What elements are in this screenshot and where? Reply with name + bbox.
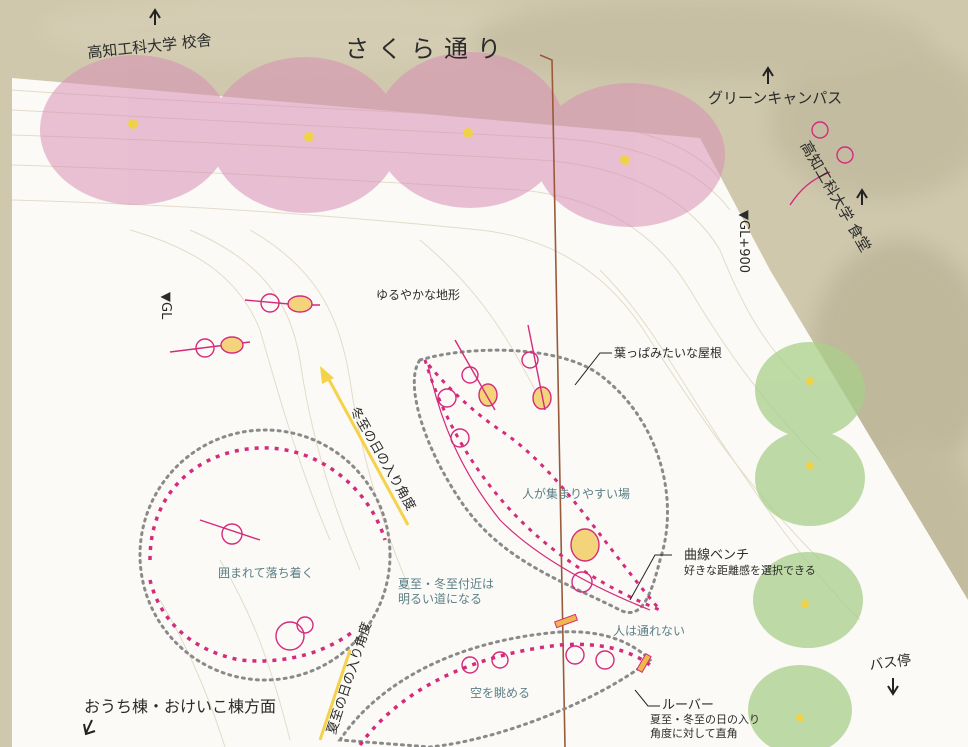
enclosure-circle-outline [138,428,392,682]
curved-bench-line [427,364,651,611]
green-campus-arrow-icon [762,66,774,84]
gaze-sky-label: 空を眺める [470,686,530,700]
bright-path-label-1: 夏至・冬至付近は [398,576,494,591]
gentle-terrain-label: ゆるやかな地形 [376,288,460,302]
direction-arrows [83,8,899,736]
leaf-roof-leader [574,352,612,386]
person-figure-1 [244,293,320,313]
sakura-tree-1 [40,55,230,205]
green-trees [748,342,865,747]
leaf-roof-structure [423,359,662,612]
street-name-label: さくら通り [345,35,510,63]
sakura-tree-4 [535,83,725,227]
person-figure-6 [199,519,261,545]
louver-leader [634,689,660,707]
person-figure-9 [461,645,615,674]
leaf-roof-label: 葉っぱみたいな屋根 [614,346,722,360]
curved-bench-leader [629,554,672,601]
ouchi-arrow-icon [83,719,96,736]
curved-bench-label: 曲線ベンチ [684,547,749,563]
winter-sunset-arrowhead [320,366,334,384]
section-line [539,54,566,747]
people-figures [169,121,854,674]
winter-sunset-arrow [325,375,410,526]
green-tree-2 [755,430,865,526]
person-figure-2 [169,336,251,358]
bright-path-label-2: 明るい道になる [398,592,482,606]
site-area [12,78,968,747]
green-campus-label: グリーンキャンパス [708,89,842,107]
cafeteria-people-sketch [789,121,854,206]
leaf-roof-outline [412,348,669,614]
green-tree-3 [753,552,863,648]
bus-stop-label: バス停 [868,651,912,674]
sky-leaf-outline [337,630,653,747]
louver-label: ルーバー [662,698,714,713]
person-figure-5 [437,388,470,448]
no-passage-label: 人は通れない [613,624,685,638]
louver-sub-label-1: 夏至・冬至の日の入り [650,712,760,726]
enclosed-calm-label: 囲まれて落ち着く [218,565,314,580]
green-tree-4 [748,665,852,747]
callout-lines [574,352,672,707]
gathering-place-label: 人が集まりやすい場 [522,486,630,501]
curved-bench-sub-label: 好きな距離感を選択できる [684,563,816,577]
person-figure-4 [521,324,552,411]
gl900-label: ▼GL+900 [736,210,751,273]
sakura-trunks [128,119,630,165]
ouchi-direction-label: おうち棟・おけいこ棟方面 [84,697,276,716]
louver-sub-label-2: 角度に対して直角 [650,726,738,740]
person-figure-7 [275,616,314,651]
green-tree-1 [755,342,865,438]
green-tree-trunks [796,377,814,722]
ground-shadows [40,0,968,680]
north-arrow-icon [149,8,161,25]
person-figure-3 [454,339,498,411]
bus-stop-arrow-icon [887,678,899,696]
cafeteria-arrow-icon [856,188,868,205]
sky-leaf-structure [358,642,652,747]
person-figure-8 [570,528,600,593]
gl-label: ▼GL [158,292,173,320]
summer-sunset-arrow [318,649,352,741]
enclosure-circle-structure [148,446,387,663]
louvers [553,613,652,673]
